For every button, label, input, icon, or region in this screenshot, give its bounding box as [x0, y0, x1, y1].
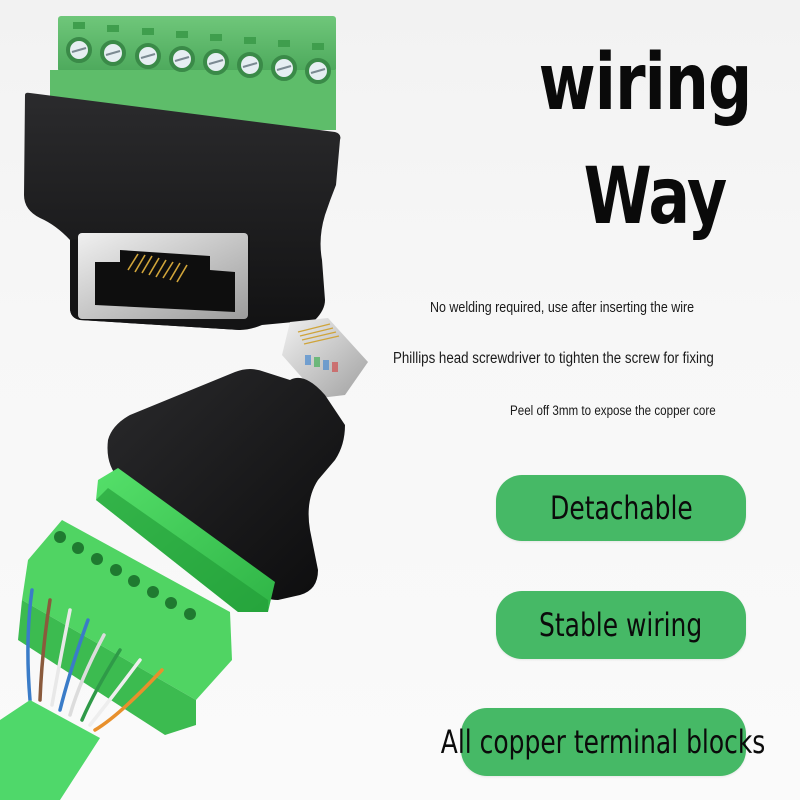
headline-line-2: Way: [583, 152, 728, 242]
terminal-holes: [54, 531, 196, 620]
product-illustration: [0, 16, 368, 800]
rj45-socket: [78, 233, 248, 319]
feature-pill-stable-wiring: Stable wiring: [496, 591, 746, 659]
feature-pill-detachable: Detachable: [496, 475, 746, 541]
feature-label: Stable wiring: [539, 606, 703, 644]
feature-pill-copper-terminals: All copper terminal blocks: [441, 708, 766, 776]
cable-wires: [26, 588, 164, 732]
note-no-welding: No welding required, use after inserting…: [430, 300, 695, 316]
bottom-adapter: [18, 318, 368, 735]
note-screwdriver: Phillips head screwdriver to tighten the…: [393, 350, 714, 367]
feature-label: Detachable: [549, 489, 693, 527]
feature-label: All copper terminal blocks: [441, 723, 766, 761]
cable-jacket: [0, 700, 100, 800]
note-peel-off: Peel off 3mm to expose the copper core: [510, 403, 716, 418]
headline-line-1: wiring: [538, 38, 753, 128]
terminal-screws: [66, 22, 331, 84]
top-adapter: [24, 16, 341, 330]
